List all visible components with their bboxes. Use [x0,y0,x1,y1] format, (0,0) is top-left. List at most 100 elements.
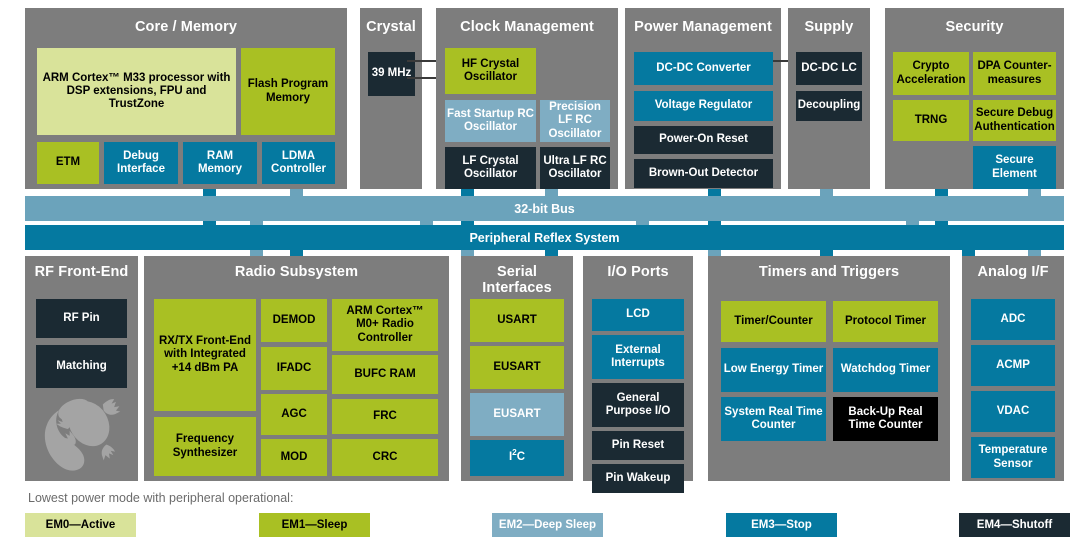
block-lcd: LCD [592,299,684,331]
legend-chip-em1: EM1—Sleep [259,513,370,537]
block-ultra-lf-rc-oscillator: Ultra LF RC Oscillator [540,147,610,189]
panel-title-supply: Supply [804,19,854,35]
block-decoupling: Decoupling [796,91,862,121]
block-arm-cortex-m33: ARM Cortex™ M33 processor with DSP exten… [37,48,236,135]
block-timer-counter: Timer/Counter [721,301,826,342]
bus-stub-radio-up [250,250,263,261]
block-ifadc: IFADC [261,347,327,390]
block-backup-real-time-counter: Back-Up Real Time Counter [833,397,938,441]
bus-stub-serial-up [461,250,474,261]
bus-prs-label: Peripheral Reflex System [469,230,620,245]
block-demod: DEMOD [261,299,327,342]
block-general-purpose-io: General Purpose I/O [592,383,684,427]
block-dpa-countermeasures: DPA Counter-measures [973,52,1056,95]
panel-timers-and-triggers: Timers and Triggers Timer/Counter Protoc… [708,256,950,481]
block-system-real-time-counter: System Real Time Counter [721,397,826,441]
block-secure-element: Secure Element [973,146,1056,189]
block-bufc-ram: BUFC RAM [332,355,438,394]
block-rf-pin: RF Pin [36,299,127,338]
bus-stub-radio-down [290,250,303,261]
block-pin-reset: Pin Reset [592,431,684,460]
panel-title-analog-if: Analog I/F [977,264,1049,280]
block-debug-interface: Debug Interface [104,142,178,184]
block-agc: AGC [261,394,327,435]
panel-io-ports: I/O Ports LCD External Interrupts Genera… [583,256,693,493]
block-secure-debug-authentication: Secure Debug Authentication [973,100,1056,141]
bus-stub-timers-up [708,250,721,261]
block-precision-lf-rc-oscillator: Precision LF RC Oscillator [540,100,610,142]
bus-32-bit: 32-bit Bus [25,196,1064,221]
panel-analog-if: Analog I/F ADC ACMP VDAC Temperature Sen… [962,256,1064,481]
panel-security: Security Crypto Acceleration DPA Counter… [885,8,1064,189]
block-arm-cortex-m0-radio-controller: ARM Cortex™ M0+ Radio Controller [332,299,438,351]
block-rx-tx-front-end: RX/TX Front-End with Integrated +14 dBm … [154,299,256,411]
legend-chip-em0: EM0—Active [25,513,136,537]
legend-chip-em4: EM4—Shutoff [959,513,1070,537]
block-flash-program-memory: Flash Program Memory [241,48,335,135]
panel-core-memory: Core / Memory ARM Cortex™ M33 processor … [25,8,347,189]
block-watchdog-timer: Watchdog Timer [833,348,938,392]
panel-title-security: Security [945,19,1004,35]
bus-stub-analog-down2 [962,250,975,261]
block-ram-memory: RAM Memory [183,142,257,184]
panel-title-clock-management: Clock Management [460,19,594,35]
block-etm: ETM [37,142,99,184]
block-dc-dc-lc: DC-DC LC [796,52,862,85]
block-lf-crystal-oscillator: LF Crystal Oscillator [445,147,536,189]
block-dc-dc-converter: DC-DC Converter [634,52,773,85]
block-power-on-reset: Power-On Reset [634,126,773,154]
panel-radio-subsystem: Radio Subsystem RX/TX Front-End with Int… [144,256,449,481]
panel-title-rf-front-end: RF Front-End [34,264,129,280]
panel-supply: Supply DC-DC LC Decoupling [788,8,870,189]
block-hf-crystal-oscillator: HF Crystal Oscillator [445,48,536,94]
panel-title-timers-and-triggers: Timers and Triggers [758,264,900,280]
block-external-interrupts: External Interrupts [592,335,684,379]
block-vdac: VDAC [971,391,1055,432]
bus-peripheral-reflex-system: Peripheral Reflex System [25,225,1064,250]
panel-title-serial-interfaces: Serial Interfaces [482,264,552,297]
block-acmp: ACMP [971,345,1055,386]
panel-clock-management: Clock Management HF Crystal Oscillator F… [436,8,618,189]
legend-caption: Lowest power mode with peripheral operat… [28,491,294,505]
panel-title-crystal: Crystal [366,19,416,35]
block-protocol-timer: Protocol Timer [833,301,938,342]
block-39-mhz-crystal: 39 MHz [368,52,415,96]
bus-stub-serial-down [545,250,558,261]
legend-chip-em3: EM3—Stop [726,513,837,537]
panel-serial-interfaces: Serial Interfaces USART EUSART EUSART I2… [461,256,573,481]
block-eusart-em1: EUSART [470,346,564,389]
block-i2c: I2C [470,440,564,476]
block-ldma-controller: LDMA Controller [262,142,335,184]
block-low-energy-timer: Low Energy Timer [721,348,826,392]
block-temperature-sensor: Temperature Sensor [971,437,1055,478]
legend-chip-em2: EM2—Deep Sleep [492,513,603,537]
block-voltage-regulator: Voltage Regulator [634,91,773,121]
block-crypto-acceleration: Crypto Acceleration [893,52,969,95]
block-i2c-label: I2C [508,448,526,464]
panel-rf-front-end: RF Front-End RF Pin Matching [25,256,138,481]
block-brown-out-detector: Brown-Out Detector [634,159,773,188]
bus-32-bit-label: 32-bit Bus [514,201,575,216]
wire-dcdc-converter-to-dcdc-lc [773,60,797,62]
block-crc: CRC [332,439,438,476]
panel-crystal: Crystal 39 MHz [360,8,422,189]
gecko-logo-icon [44,398,121,471]
wire-crystal-to-hfxo-lower [407,77,437,79]
block-mod: MOD [261,439,327,476]
block-eusart-em2: EUSART [470,393,564,436]
block-frc: FRC [332,399,438,434]
block-pin-wakeup: Pin Wakeup [592,464,684,493]
block-fast-startup-rc-oscillator: Fast Startup RC Oscillator [445,100,536,142]
panel-title-power-management: Power Management [634,19,772,35]
panel-title-radio-subsystem: Radio Subsystem [234,264,359,280]
block-adc: ADC [971,299,1055,340]
panel-title-io-ports: I/O Ports [607,264,669,280]
block-usart: USART [470,299,564,342]
block-frequency-synthesizer: Frequency Synthesizer [154,417,256,476]
wire-crystal-to-hfxo-upper [407,60,437,62]
bus-stub-analog-up [1028,250,1041,261]
block-matching: Matching [36,345,127,388]
bus-stub-timers-down [820,250,833,261]
panel-title-core-memory: Core / Memory [134,19,238,35]
